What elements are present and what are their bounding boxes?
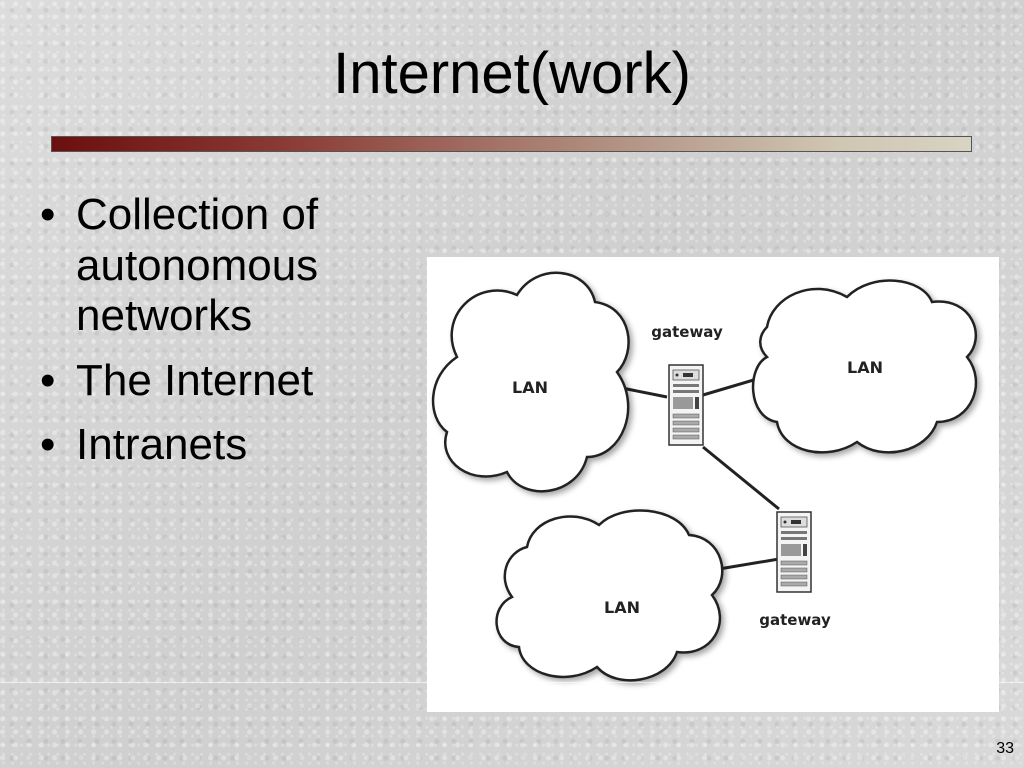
lan-cloud (751, 279, 978, 454)
network-diagram: LAN LAN LAN gateway gateway (427, 257, 999, 712)
link-line (702, 377, 758, 397)
slide-page-number: 33 (996, 740, 1014, 757)
lan-label: LAN (512, 378, 548, 397)
footer-divider (0, 682, 1024, 683)
lan-cloud (495, 509, 724, 682)
gateway-server-icon (776, 511, 812, 593)
lan-cloud (431, 271, 630, 493)
lan-label: LAN (604, 598, 640, 617)
bullet-dot-icon: • (40, 355, 56, 405)
bullet-item: • Collection of autonomous networks (36, 190, 416, 342)
bullet-text: The Internet (76, 355, 314, 405)
network-diagram-svg: LAN LAN LAN gateway gateway (431, 271, 978, 682)
bullet-item: • The Internet (36, 356, 416, 407)
gateway-label: gateway (651, 323, 723, 341)
bullet-list: • Collection of autonomous networks • Th… (36, 190, 416, 485)
bullet-text: Collection of autonomous networks (76, 190, 319, 341)
link-line (718, 557, 780, 571)
gateway-server-icon (668, 364, 704, 446)
bullet-dot-icon: • (40, 190, 56, 239)
title-underline-bar (51, 136, 972, 152)
link-line (702, 445, 780, 511)
gateway-label: gateway (759, 611, 831, 629)
bullet-item: • Intranets (36, 420, 416, 471)
lan-label: LAN (847, 358, 883, 377)
bullet-dot-icon: • (40, 420, 56, 470)
bullet-text: Intranets (76, 420, 248, 470)
slide-title: Internet(work) (333, 41, 691, 106)
